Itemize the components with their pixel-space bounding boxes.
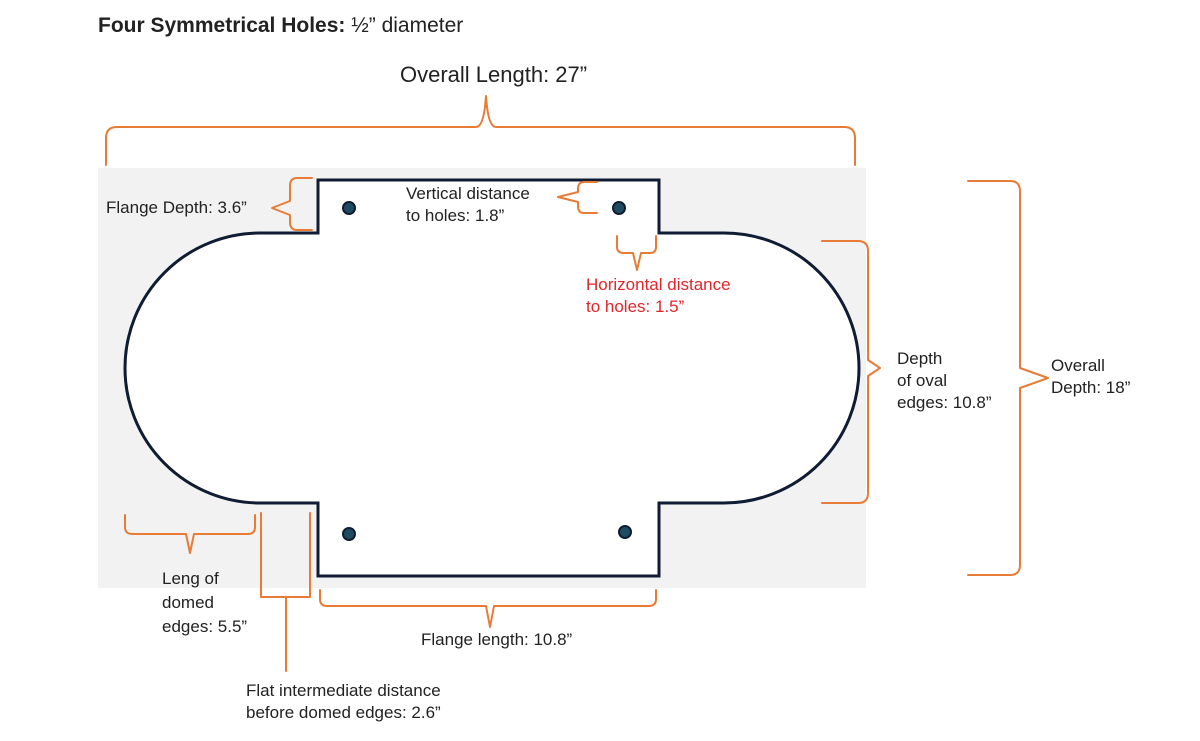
horizontal-distance-label: Horizontal distance to holes: 1.5” [586,275,731,316]
diagram-title-bold: Four Symmetrical Holes: [98,14,346,37]
hole-top-right [612,201,626,215]
flange-length-brace [319,589,657,628]
flat-distance-brace [260,512,311,672]
horizontal-distance-brace [616,235,657,271]
diagram-title: Four Symmetrical Holes: ½” diameter [98,13,463,39]
oval-depth-label: Depth of oval edges: 10.8” [897,349,992,412]
overall-depth-brace [967,180,1049,576]
domed-length-brace [124,514,256,554]
part-outline [123,178,861,578]
vertical-distance-brace [557,181,598,214]
flat-distance-label: Flat intermediate distance before domed … [246,681,441,722]
overall-length-label: Overall Length: 27” [400,62,588,87]
hole-top-left [342,201,356,215]
oval-depth-brace [821,240,881,504]
flange-depth-label: Flange Depth: 3.6” [106,198,247,217]
flange-length-label: Flange length: 10.8” [421,630,573,649]
vertical-distance-label: Vertical distance to holes: 1.8” [406,184,530,225]
hole-bottom-left [342,527,356,541]
domed-length-label: Leng of domed edges: 5.5” [162,569,248,636]
flange-depth-brace [271,177,313,231]
overall-length-brace [105,95,856,166]
hole-bottom-right [618,525,632,539]
overall-depth-label: Overall Depth: 18” [1051,356,1131,397]
diagram-title-rest: ½” diameter [345,14,464,37]
